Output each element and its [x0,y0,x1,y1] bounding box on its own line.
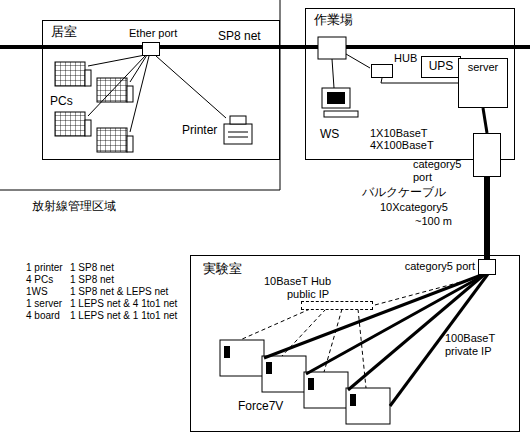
node-text: category5 port [413,158,469,183]
label: 1 SP8 net & LEPS net [70,286,168,298]
cpu-board [266,362,272,374]
label: SP8 net [218,30,261,44]
label: 4 board [26,310,60,322]
pc-icon [127,86,133,102]
label: 1X10BaseT [370,127,427,140]
area-boundary [0,0,280,190]
vme-crates [220,340,390,424]
printer-icon [224,116,252,144]
node-text: UPS [422,60,460,74]
pc-icon [55,62,85,86]
cable [306,274,486,374]
hub-cables [240,309,366,388]
label: 4X100BaseT [370,139,434,152]
ether-port: Ether port [142,42,160,56]
cable [240,309,310,340]
pc-icon [127,136,133,152]
label: 1 LEPS net & 1 1to1 net [70,310,177,322]
cpu-board [350,394,356,406]
label: WS [320,128,339,142]
cable [156,56,226,118]
label: Force7V [238,400,283,414]
screen [327,92,345,104]
printer-body [224,124,252,144]
hub-box: 10BaseT Hubpublic IP [301,301,373,310]
label: 放射線管理区域 [32,200,116,214]
label: Printer [182,124,217,138]
cable-connector [483,108,487,133]
crate [304,372,348,408]
workstation-icon [322,88,358,117]
node-text: category5 port [405,260,475,273]
patch-port: category5 port [478,259,496,275]
label: ~100 m [415,215,452,228]
printer-paper [230,116,246,124]
cable-connector [373,275,487,306]
pc-icon [85,70,91,86]
node-text: 実験室 [203,262,242,277]
cpu-board [224,346,230,358]
pc-icon [55,112,85,136]
label: private IP [445,345,491,358]
cable [332,59,334,88]
cpu-board [308,378,314,390]
cable [130,56,149,132]
node-text: server [459,61,507,74]
patch-panel: category5 port [473,133,501,177]
label: 1 SP8 net [70,274,114,286]
node-text: HUB [394,52,417,65]
cable [346,54,370,68]
label: PCs [50,95,73,109]
printer-slot [228,137,248,138]
label: 4 PCs [26,274,53,286]
pc-icon [85,120,91,136]
ups-box: UPS [421,56,461,78]
label: 100BaseT [445,332,495,345]
node-text: 10BaseT Hub [264,275,331,288]
pc-cables [88,55,226,132]
crate [346,388,390,424]
network-backbone [0,45,530,49]
network-tap [318,37,346,59]
label: 10Xcategory5 [380,201,448,214]
label: 1 server [26,298,62,310]
node-text: Ether port [129,27,177,40]
label: 1 SP8 net [70,262,114,274]
label: 1 printer [26,262,63,274]
keyboard [324,111,358,117]
crate [220,340,264,376]
node-text: public IP [287,288,329,301]
pc-icon [97,128,127,152]
label: 1WS [26,286,48,298]
crate [262,356,306,392]
cable-connector [484,177,490,259]
pc-icon [97,78,127,102]
monitor [322,88,350,108]
server-box: server [458,58,508,108]
hub-box: HUB [371,64,393,78]
label: バルクケーブル [362,186,446,200]
printer-slot [228,132,248,133]
node-text: 居室 [51,25,77,40]
cable-connector [381,78,458,83]
label: 1 LEPS net & 4 1to1 net [70,298,177,310]
node-text: 作業場 [314,13,353,28]
